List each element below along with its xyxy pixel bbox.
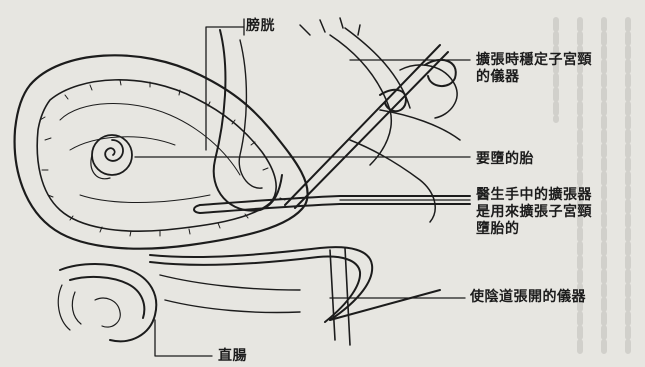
bladder <box>214 30 282 211</box>
label-doctor-dilator-line-2: 是用來擴張子宮頸 <box>476 204 592 220</box>
leader-rectum <box>155 320 212 356</box>
label-cervix-stabilizer-line-2: 的儀器 <box>476 69 520 85</box>
uterine-wall-texture <box>40 80 285 236</box>
doctor-dilator-instrument <box>194 196 470 213</box>
label-vaginal-speculum: 使陰道張開的儀器 <box>470 289 586 306</box>
label-doctor-dilator: 醫生手中的擴張器 是用來擴張子宮頸 墮胎的 <box>476 187 592 238</box>
label-rectum: 直腸 <box>218 348 247 365</box>
label-doctor-dilator-line-3: 墮胎的 <box>476 221 520 237</box>
vaginal-speculum-instrument <box>150 247 440 345</box>
label-cervix-stabilizer: 擴張時穩定子宮頸 的儀器 <box>476 52 592 86</box>
label-doctor-dilator-line-1: 醫生手中的擴張器 <box>476 187 592 203</box>
uterus <box>15 55 308 248</box>
cervix-stabilizer-instrument <box>285 45 456 208</box>
label-fetus: 要墮的胎 <box>476 151 534 168</box>
fetus <box>91 135 132 179</box>
label-bladder: 膀胱 <box>246 18 275 35</box>
label-cervix-stabilizer-line-1: 擴張時穩定子宮頸 <box>476 52 592 68</box>
rectum <box>58 264 300 341</box>
